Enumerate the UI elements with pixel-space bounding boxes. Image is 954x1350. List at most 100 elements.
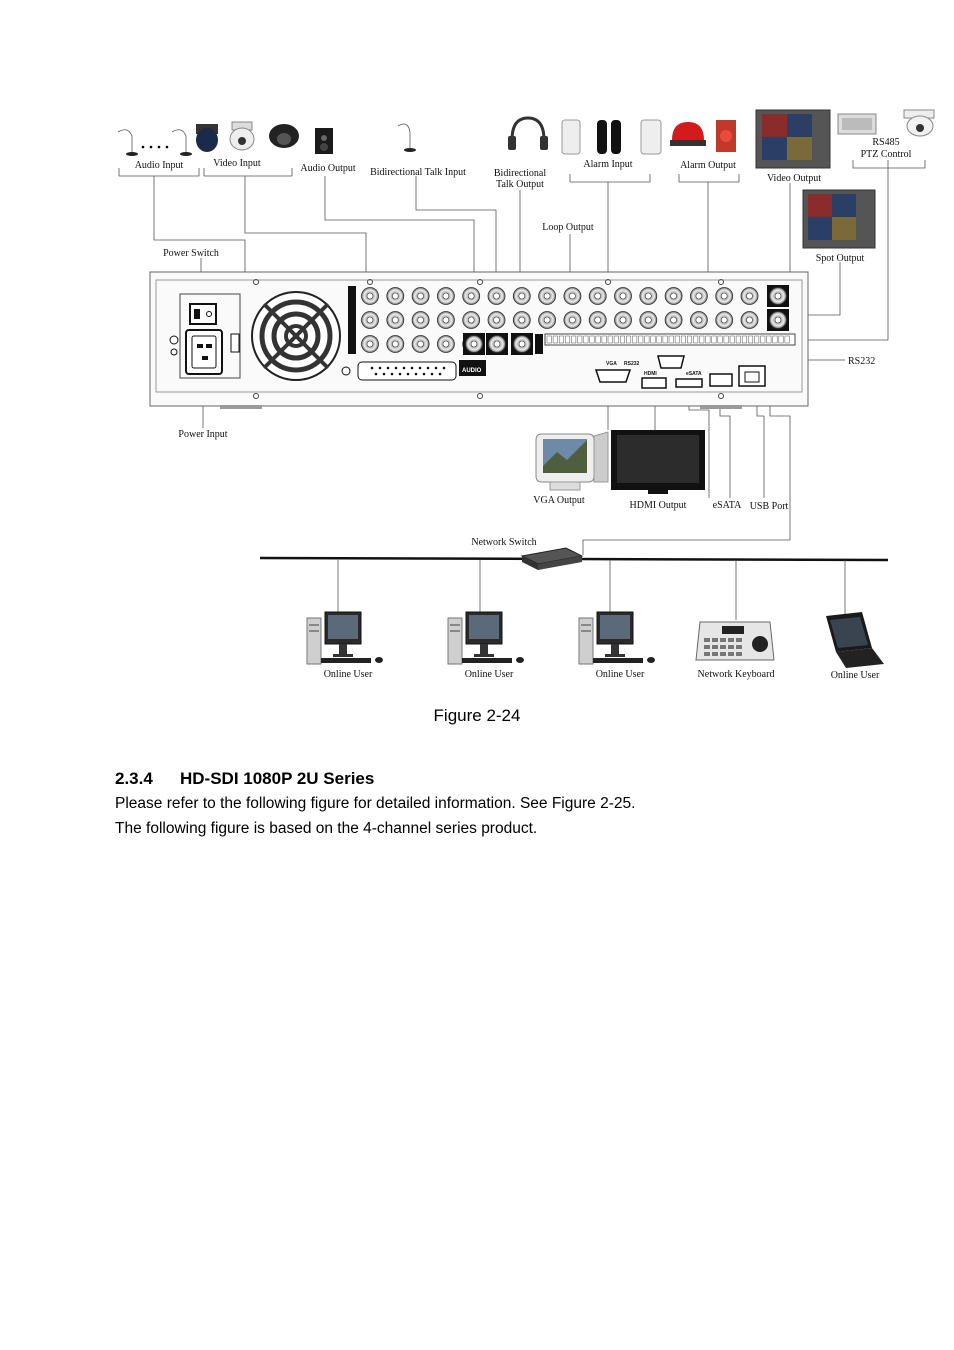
bnc-port — [436, 335, 455, 353]
alarm-output-label: Alarm Output — [680, 160, 736, 171]
spot-output-monitor — [802, 189, 876, 249]
talk-output-label-1: Bidirectional — [494, 168, 546, 179]
terminal-slot — [613, 335, 619, 344]
power-switch-label: Power Switch — [163, 248, 219, 259]
terminal-slot — [552, 335, 558, 344]
terminal-slot — [650, 335, 656, 344]
terminal-slot — [546, 335, 552, 344]
bnc-port — [361, 311, 379, 329]
bnc-port — [386, 287, 405, 305]
dvr-bottom-ports: AUDIO VGA RS232 HDMI eSATA — [341, 333, 796, 389]
bnc-port — [462, 311, 481, 329]
terminal-slot — [607, 335, 613, 344]
spot-output-label: Spot Output — [816, 253, 865, 264]
terminal-slot — [619, 335, 625, 344]
online-user-laptop — [826, 612, 884, 668]
power-input-label: Power Input — [178, 429, 227, 440]
talk-input-label: Bidirectional Talk Input — [370, 167, 466, 178]
terminal-slot — [741, 335, 747, 344]
bnc-port — [465, 335, 483, 353]
online-user-pc-1 — [306, 611, 384, 665]
bnc-port — [664, 311, 683, 329]
section-heading: 2.3.4 HD-SDI 1080P 2U Series — [115, 769, 374, 789]
bnc-port — [614, 311, 632, 329]
video-input-label: Video Input — [213, 158, 261, 169]
bnc-port — [513, 335, 531, 353]
bnc-port — [436, 311, 455, 329]
video-output-monitor — [755, 109, 831, 169]
terminal-slot — [558, 335, 564, 344]
audio-panel-label: AUDIO — [462, 368, 482, 374]
rs485-label: RS485 — [872, 137, 899, 148]
section-number: 2.3.4 — [115, 769, 153, 788]
terminal-slot — [644, 335, 650, 344]
terminal-slot — [626, 335, 632, 344]
bnc-port — [411, 287, 430, 305]
alarm-output-sirens — [670, 120, 736, 152]
terminal-slot — [662, 335, 668, 344]
bnc-port — [512, 311, 531, 329]
vga-output-label: VGA Output — [533, 495, 585, 506]
hdmi-output-label: HDMI Output — [630, 500, 687, 511]
online-user-label-4: Online User — [831, 670, 880, 681]
terminal-slot — [583, 335, 589, 344]
figure-caption: Figure 2-24 — [433, 706, 521, 725]
alarm-input-sensors — [561, 119, 662, 155]
terminal-slot — [717, 335, 723, 344]
terminal-slot — [735, 335, 741, 344]
terminal-slot — [766, 335, 772, 344]
bnc-port — [512, 287, 531, 305]
online-user-pc-3 — [578, 611, 656, 665]
talk-output-headset — [508, 116, 548, 150]
bnc-port — [690, 287, 708, 305]
bnc-port — [563, 287, 582, 305]
esata-label: eSATA — [713, 500, 742, 511]
hdmi-tv — [611, 430, 705, 494]
ptz-control-label: PTZ Control — [861, 149, 912, 160]
bnc-port — [386, 311, 405, 329]
audio-output-label: Audio Output — [300, 163, 356, 174]
terminal-slot — [784, 335, 790, 344]
audio-output-speaker — [315, 128, 333, 154]
bnc-port — [361, 287, 379, 305]
terminal-slot — [699, 335, 705, 344]
terminal-slot — [723, 335, 729, 344]
bnc-port — [588, 311, 607, 329]
bnc-port — [740, 287, 759, 305]
bnc-port — [563, 311, 582, 329]
bnc-port — [361, 335, 379, 353]
bnc-port — [386, 335, 405, 353]
terminal-slot — [595, 335, 601, 344]
audio-input-microphones — [117, 129, 192, 156]
terminal-slot — [729, 335, 735, 344]
terminal-slot — [772, 335, 778, 344]
terminal-slot — [565, 335, 571, 344]
terminal-slot — [680, 335, 686, 344]
terminal-slot — [601, 335, 607, 344]
terminal-slot — [711, 335, 717, 344]
bnc-port — [538, 287, 556, 305]
terminal-slot — [656, 335, 662, 344]
ptz-dome-camera — [903, 109, 935, 137]
bnc-port — [769, 311, 787, 329]
bnc-port — [436, 287, 455, 305]
terminal-slot — [589, 335, 595, 344]
bnc-port — [639, 287, 658, 305]
bnc-port — [488, 335, 506, 353]
bnc-port — [769, 287, 787, 305]
bnc-port — [538, 311, 556, 329]
connection-diagram: Audio Input Video Input Audio Output Bid… — [117, 109, 935, 681]
terminal-slot — [674, 335, 680, 344]
usb-port-label: USB Port — [750, 501, 789, 512]
talk-input-microphone — [397, 123, 416, 152]
bnc-port-grid — [361, 285, 789, 355]
paragraph-1: Please refer to the following figure for… — [115, 795, 636, 812]
network-keyboard-label: Network Keyboard — [698, 669, 775, 680]
section-title: HD-SDI 1080P 2U Series — [180, 769, 375, 788]
hdmi-panel-label: HDMI — [644, 371, 657, 377]
online-user-label-3: Online User — [596, 669, 645, 680]
video-input-cameras — [196, 121, 299, 152]
alarm-input-label: Alarm Input — [583, 159, 632, 170]
rs232-panel-label: RS232 — [624, 361, 640, 367]
terminal-slot — [778, 335, 784, 344]
